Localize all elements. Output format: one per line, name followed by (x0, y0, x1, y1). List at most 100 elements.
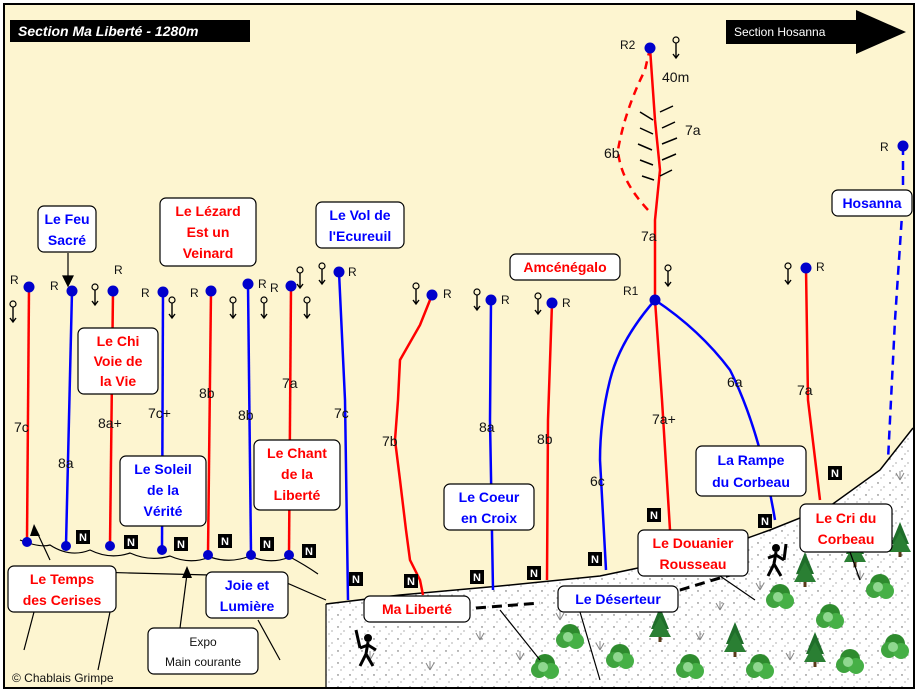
svg-text:N: N (263, 539, 271, 551)
svg-text:la Vie: la Vie (100, 373, 137, 389)
svg-text:R: R (562, 296, 571, 310)
svg-text:N: N (650, 510, 658, 522)
svg-text:7c+: 7c+ (148, 405, 171, 421)
svg-text:8b: 8b (537, 431, 553, 447)
svg-text:Main courante: Main courante (165, 655, 241, 669)
label-cri[interactable]: Le Cri du Corbeau (799, 503, 893, 553)
pointer-arrows (23, 253, 861, 681)
svg-text:R: R (880, 140, 889, 154)
svg-text:R: R (10, 273, 19, 287)
scree-slope (326, 428, 913, 687)
svg-text:de la: de la (147, 482, 179, 498)
svg-text:N: N (530, 568, 538, 580)
label-douanier[interactable]: Le Douanier Rousseau (637, 529, 749, 577)
section-title: Section Ma Liberté - 1280m (18, 23, 199, 39)
svg-text:R: R (501, 293, 510, 307)
svg-text:Veinard: Veinard (183, 245, 234, 261)
label-rampe[interactable]: La Rampe du Corbeau (695, 445, 807, 497)
svg-text:7c: 7c (334, 405, 349, 421)
route-line-deserteur (598, 299, 656, 571)
svg-text:Joie et: Joie et (225, 577, 270, 593)
svg-text:8a+: 8a+ (98, 415, 122, 431)
svg-text:Le Feu: Le Feu (44, 211, 89, 227)
svg-text:R1: R1 (623, 284, 639, 298)
route-line-vol (337, 271, 350, 601)
route-name-labels: Le Temps des Cerises Le Feu Sacré Le Chi… (7, 189, 913, 675)
svg-text:8a: 8a (479, 419, 495, 435)
svg-text:N: N (831, 468, 839, 480)
start-markers: N N N N N N N N N N N N N N (76, 466, 842, 588)
svg-text:R: R (348, 265, 357, 279)
svg-text:6a: 6a (727, 374, 743, 390)
copyright: © Chablais Grimpe (12, 671, 114, 685)
svg-text:R: R (114, 263, 123, 277)
svg-text:R: R (258, 277, 267, 291)
label-coeur[interactable]: Le Coeur en Croix (443, 483, 535, 531)
next-section-link[interactable]: Section Hosanna (726, 10, 906, 54)
label-soleil[interactable]: Le Soleil de la Vérité (119, 455, 207, 527)
label-joie[interactable]: Joie et Lumière (205, 571, 289, 619)
svg-text:Le Vol de: Le Vol de (329, 207, 390, 223)
route-line-douanier (653, 299, 672, 531)
svg-text:Vérité: Vérité (144, 503, 183, 519)
svg-text:Le Temps: Le Temps (30, 571, 95, 587)
label-feu-sacre[interactable]: Le Feu Sacré (37, 205, 97, 253)
label-lezard[interactable]: Le Lézard Est un Veinard (159, 197, 257, 267)
label-hosanna[interactable]: Hosanna (831, 189, 913, 217)
label-deserteur[interactable]: Le Déserteur (557, 585, 679, 613)
svg-text:N: N (79, 532, 87, 544)
svg-text:N: N (407, 576, 415, 588)
section-title-box: Section Ma Liberté - 1280m (10, 20, 250, 42)
svg-text:8b: 8b (238, 407, 254, 423)
label-temps-des-cerises[interactable]: Le Temps des Cerises (7, 565, 117, 613)
svg-text:Le Douanier: Le Douanier (653, 535, 734, 551)
svg-text:du Corbeau: du Corbeau (712, 474, 790, 490)
svg-text:N: N (761, 516, 769, 528)
next-section-label: Section Hosanna (734, 25, 826, 39)
svg-text:R: R (141, 286, 150, 300)
anchor-labels: R R R R R R R R R R R R R R1 R2 40m (10, 38, 889, 310)
svg-text:6b: 6b (604, 145, 620, 161)
svg-text:Liberté: Liberté (274, 487, 321, 503)
svg-text:l'Ecureuil: l'Ecureuil (329, 228, 391, 244)
route-line-cri (804, 267, 822, 501)
label-amcenegalo[interactable]: Amcénégalo (509, 253, 621, 281)
label-ma-liberte[interactable]: Ma Liberté (363, 595, 471, 623)
svg-text:Hosanna: Hosanna (842, 195, 901, 211)
svg-text:Ma Liberté: Ma Liberté (382, 601, 452, 617)
svg-text:Le Cri du: Le Cri du (816, 510, 877, 526)
svg-text:Le Chant: Le Chant (267, 445, 327, 461)
svg-text:Sacré: Sacré (48, 232, 86, 248)
svg-text:7a+: 7a+ (652, 411, 676, 427)
svg-text:Le Déserteur: Le Déserteur (575, 591, 661, 607)
svg-text:La Rampe: La Rampe (718, 452, 785, 468)
route-line-ma-liberte (393, 294, 434, 596)
svg-text:Voie de: Voie de (94, 353, 143, 369)
route-line-pitch2-7a (648, 47, 662, 300)
svg-text:N: N (127, 537, 135, 549)
svg-text:R: R (816, 260, 825, 274)
svg-text:8b: 8b (199, 385, 215, 401)
svg-text:N: N (352, 574, 360, 586)
svg-text:N: N (221, 536, 229, 548)
svg-text:7c: 7c (14, 419, 29, 435)
svg-text:R: R (270, 281, 279, 295)
base-dots (22, 537, 294, 560)
label-expo: Expo Main courante (147, 627, 259, 675)
route-line-feu-sacre (64, 290, 74, 546)
svg-text:N: N (473, 572, 481, 584)
route-line-amcenegalo (545, 302, 554, 581)
svg-text:Le Coeur: Le Coeur (459, 489, 520, 505)
approach-path (475, 570, 741, 610)
svg-text:Lumière: Lumière (220, 598, 275, 614)
svg-text:6c: 6c (590, 473, 605, 489)
svg-text:7a: 7a (282, 375, 298, 391)
svg-text:R: R (443, 287, 452, 301)
svg-text:N: N (591, 554, 599, 566)
label-chant[interactable]: Le Chant de la Liberté (253, 439, 341, 511)
label-chi[interactable]: Le Chi Voie de la Vie (77, 327, 159, 395)
label-vol[interactable]: Le Vol de l'Ecureuil (315, 201, 405, 249)
svg-text:Expo: Expo (189, 635, 217, 649)
svg-text:R: R (190, 286, 199, 300)
